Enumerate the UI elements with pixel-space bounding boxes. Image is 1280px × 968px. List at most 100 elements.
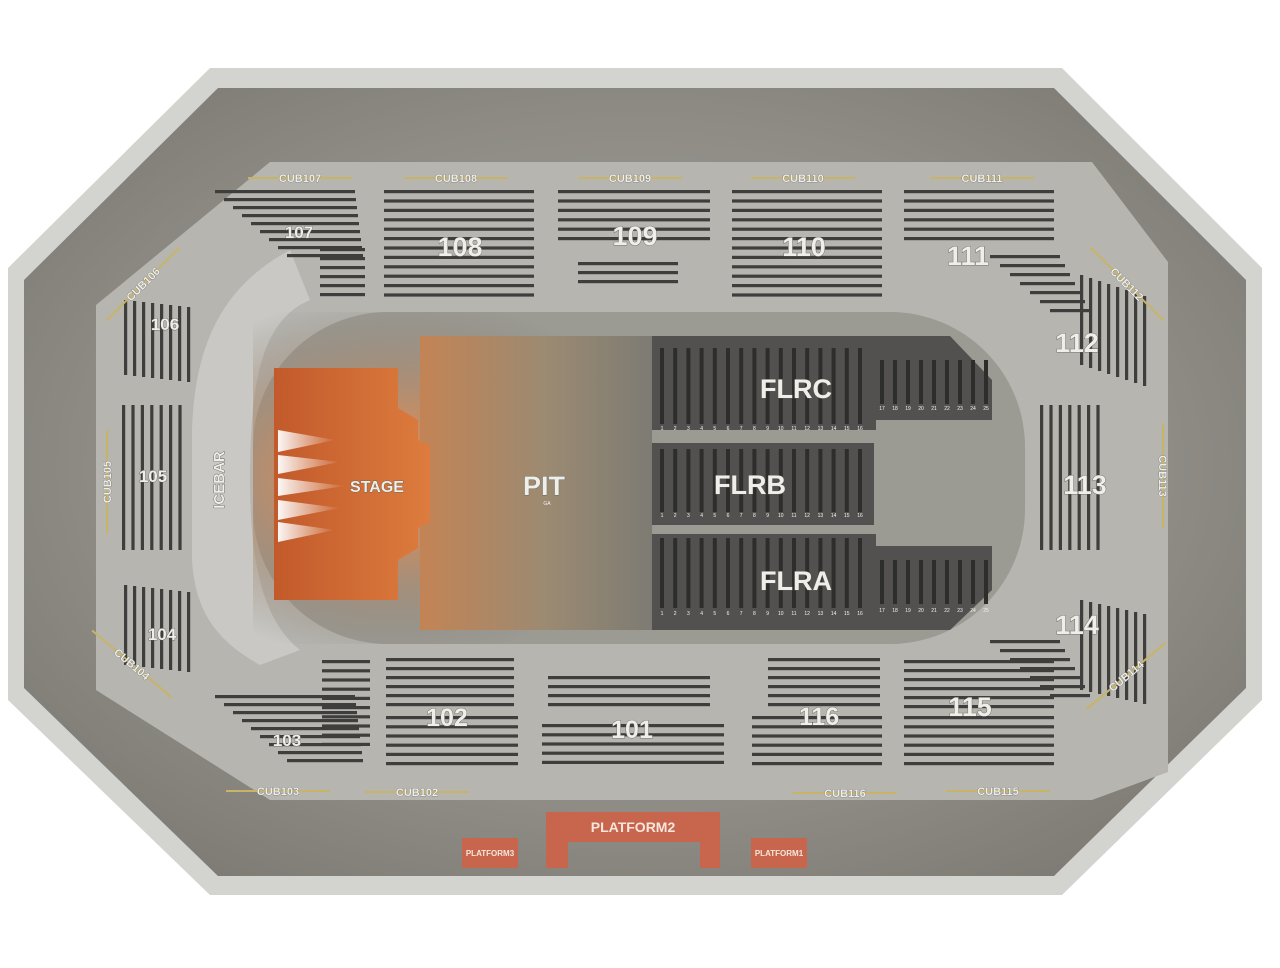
flrc-rows-row-label: 10 (778, 426, 784, 432)
section-112-label[interactable]: 112 (1055, 328, 1099, 359)
section-115-label[interactable]: 115 (948, 692, 992, 723)
sec106-row (178, 306, 182, 381)
platform3-label: PLATFORM3 (466, 849, 515, 858)
section-110-label[interactable]: 110 (782, 232, 826, 263)
section-106-label[interactable]: 106 (150, 315, 179, 335)
flrc-rows-bar (673, 348, 678, 424)
flra-rows-bar (726, 538, 730, 608)
cub-line (751, 177, 855, 179)
sec108-row (384, 246, 534, 250)
stage-light-cone-1 (278, 430, 335, 452)
sec102-upper-row (386, 667, 514, 671)
section-103-label[interactable]: 103 (272, 731, 301, 751)
sec107-inner-row (320, 257, 365, 261)
flra-rows-row-label: 16 (857, 611, 863, 617)
cub-cub113: CUB113 (1156, 424, 1168, 528)
sec108-row (384, 284, 534, 288)
sec105-row (140, 405, 144, 550)
sec111-diag-row (1020, 282, 1075, 286)
flrc-row-label-right: 23 (957, 406, 963, 412)
sec107-row (287, 254, 363, 258)
sec109-row (558, 199, 710, 203)
sec111-diag-row (1010, 273, 1070, 277)
sec106-row (133, 301, 137, 376)
cub-cub103-label: CUB103 (257, 786, 299, 798)
section-105-label[interactable]: 105 (138, 467, 167, 487)
sec113-row (1096, 405, 1100, 550)
pit-section[interactable] (420, 336, 652, 630)
sec106-row (142, 302, 146, 377)
sec111-diag-row (1030, 291, 1080, 295)
sec101-upper-row (548, 676, 710, 680)
flrc-row-label-right: 22 (944, 406, 950, 412)
flrb-rows-bar (858, 449, 862, 512)
sec104-row (124, 585, 128, 665)
sec116-row (752, 752, 882, 756)
section-108-label[interactable]: 108 (437, 232, 483, 263)
flrb-rows-row-label: 16 (857, 513, 863, 519)
flrc-rows-bar (726, 348, 730, 424)
sec110-row (732, 199, 882, 203)
flra-rows-bar (660, 538, 664, 608)
sec115-diag-row (1000, 649, 1065, 653)
sec106-row (160, 304, 164, 379)
platform2[interactable]: PLATFORM2 (546, 812, 720, 868)
sec115-diag-row (1050, 694, 1090, 698)
sec102-upper-row (386, 658, 514, 662)
flrc-rows-row-label: 15 (844, 426, 850, 432)
platform1[interactable]: PLATFORM1 (751, 838, 807, 868)
sec102-side-row (322, 715, 370, 719)
platform3[interactable]: PLATFORM3 (462, 838, 518, 868)
flrc-rows-bar (818, 348, 823, 424)
flra-bar-right (880, 560, 884, 604)
flrc-label: FLRC (760, 374, 832, 404)
sec114-row (1143, 614, 1147, 704)
section-113-label[interactable]: 113 (1063, 470, 1107, 501)
cub-cub116: CUB116 (793, 788, 897, 800)
sec110-row (732, 208, 882, 212)
sec110-row (732, 284, 882, 288)
flrc-rows-row-label: 12 (804, 426, 810, 432)
section-104-label[interactable]: 104 (147, 625, 177, 645)
cub-cub107: CUB107 (248, 173, 352, 185)
icebar-label: ICEBAR (211, 451, 228, 509)
flra-rows-row-label: 15 (844, 611, 850, 617)
flra-rows-bar (778, 538, 783, 608)
sec102-upper-row (386, 703, 514, 707)
sec102-side-row (322, 669, 370, 673)
flrc-bar-right (984, 360, 988, 404)
flra-rows-bar (831, 538, 836, 608)
sec110-row (732, 255, 882, 259)
flrc-rows-row-label: 9 (766, 426, 769, 432)
section-116-label[interactable]: 116 (798, 703, 839, 732)
sec101-upper-row (548, 703, 710, 707)
section-101-label[interactable]: 101 (611, 716, 654, 745)
sec105-row (178, 405, 182, 550)
section-102-label[interactable]: 102 (426, 704, 469, 733)
section-109-label[interactable]: 109 (612, 221, 658, 252)
sec115-upper-row (904, 678, 1054, 682)
flra-rows-row-label: 6 (727, 611, 730, 617)
sec108-row (384, 274, 534, 278)
cub-cub108: CUB108 (404, 173, 508, 185)
flra-bar-right (932, 560, 936, 604)
sec111-diag-row (1000, 264, 1065, 268)
sec105-row (159, 405, 163, 550)
flrb-rows-row-label: 6 (727, 513, 730, 519)
flra-bar-right (971, 560, 975, 604)
sec102-row (386, 762, 518, 766)
section-107-label[interactable]: 107 (284, 223, 313, 243)
sec109-row (558, 208, 710, 212)
section-114-label[interactable]: 114 (1055, 610, 1099, 641)
sec115-upper-row (904, 660, 1054, 664)
sec113-row (1087, 405, 1091, 550)
sec101-upper-row (548, 685, 710, 689)
flrc-rows-row-label: 4 (700, 426, 703, 432)
sec101-row (542, 751, 724, 755)
flrc-rows-row-label: 8 (753, 426, 756, 432)
section-111-label[interactable]: 111 (947, 241, 990, 272)
